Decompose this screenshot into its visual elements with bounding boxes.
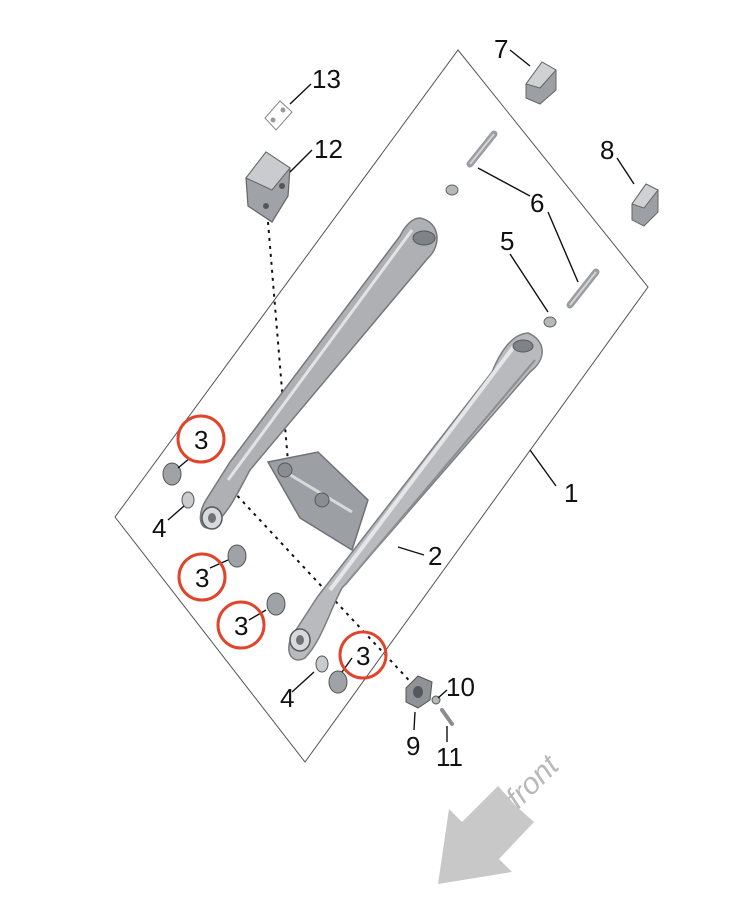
part-11-screw [440, 708, 454, 726]
part-4-washers [181, 491, 329, 673]
part-3-bushings [162, 462, 348, 694]
callout-4-upper: 4 [152, 513, 166, 543]
highlight-circle [176, 414, 226, 464]
part-8-block [631, 183, 659, 227]
part-6-bolts [466, 130, 600, 309]
part-5-washers [445, 184, 557, 328]
leader-lines [167, 49, 635, 742]
callout-12: 12 [314, 134, 343, 164]
callout-2: 2 [428, 541, 442, 571]
assembly-frame [114, 49, 649, 763]
callout-7: 7 [494, 34, 508, 64]
callout-3-upper: 3 [194, 425, 208, 455]
part-13-plate [264, 100, 293, 131]
callout-3-right: 3 [356, 641, 370, 671]
callout-10: 10 [446, 672, 475, 702]
highlight-circle [177, 552, 227, 602]
callout-3-lower: 3 [234, 611, 248, 641]
callout-5: 5 [500, 226, 514, 256]
part-9-nut [405, 675, 433, 709]
callout-3-mid: 3 [195, 563, 209, 593]
highlight-circles [176, 414, 388, 680]
callout-9: 9 [406, 731, 420, 761]
front-direction-arrow [438, 786, 534, 884]
swingarm [199, 217, 543, 661]
callout-13: 13 [312, 64, 341, 94]
callout-4-lower: 4 [280, 683, 294, 713]
callout-6: 6 [530, 188, 544, 218]
callout-1: 1 [564, 478, 578, 508]
callout-11: 11 [436, 742, 463, 772]
callout-8: 8 [600, 135, 614, 165]
highlight-circle [338, 630, 388, 680]
highlight-circle [216, 600, 266, 650]
part-7-block [525, 61, 557, 105]
part-12-block [245, 151, 291, 223]
